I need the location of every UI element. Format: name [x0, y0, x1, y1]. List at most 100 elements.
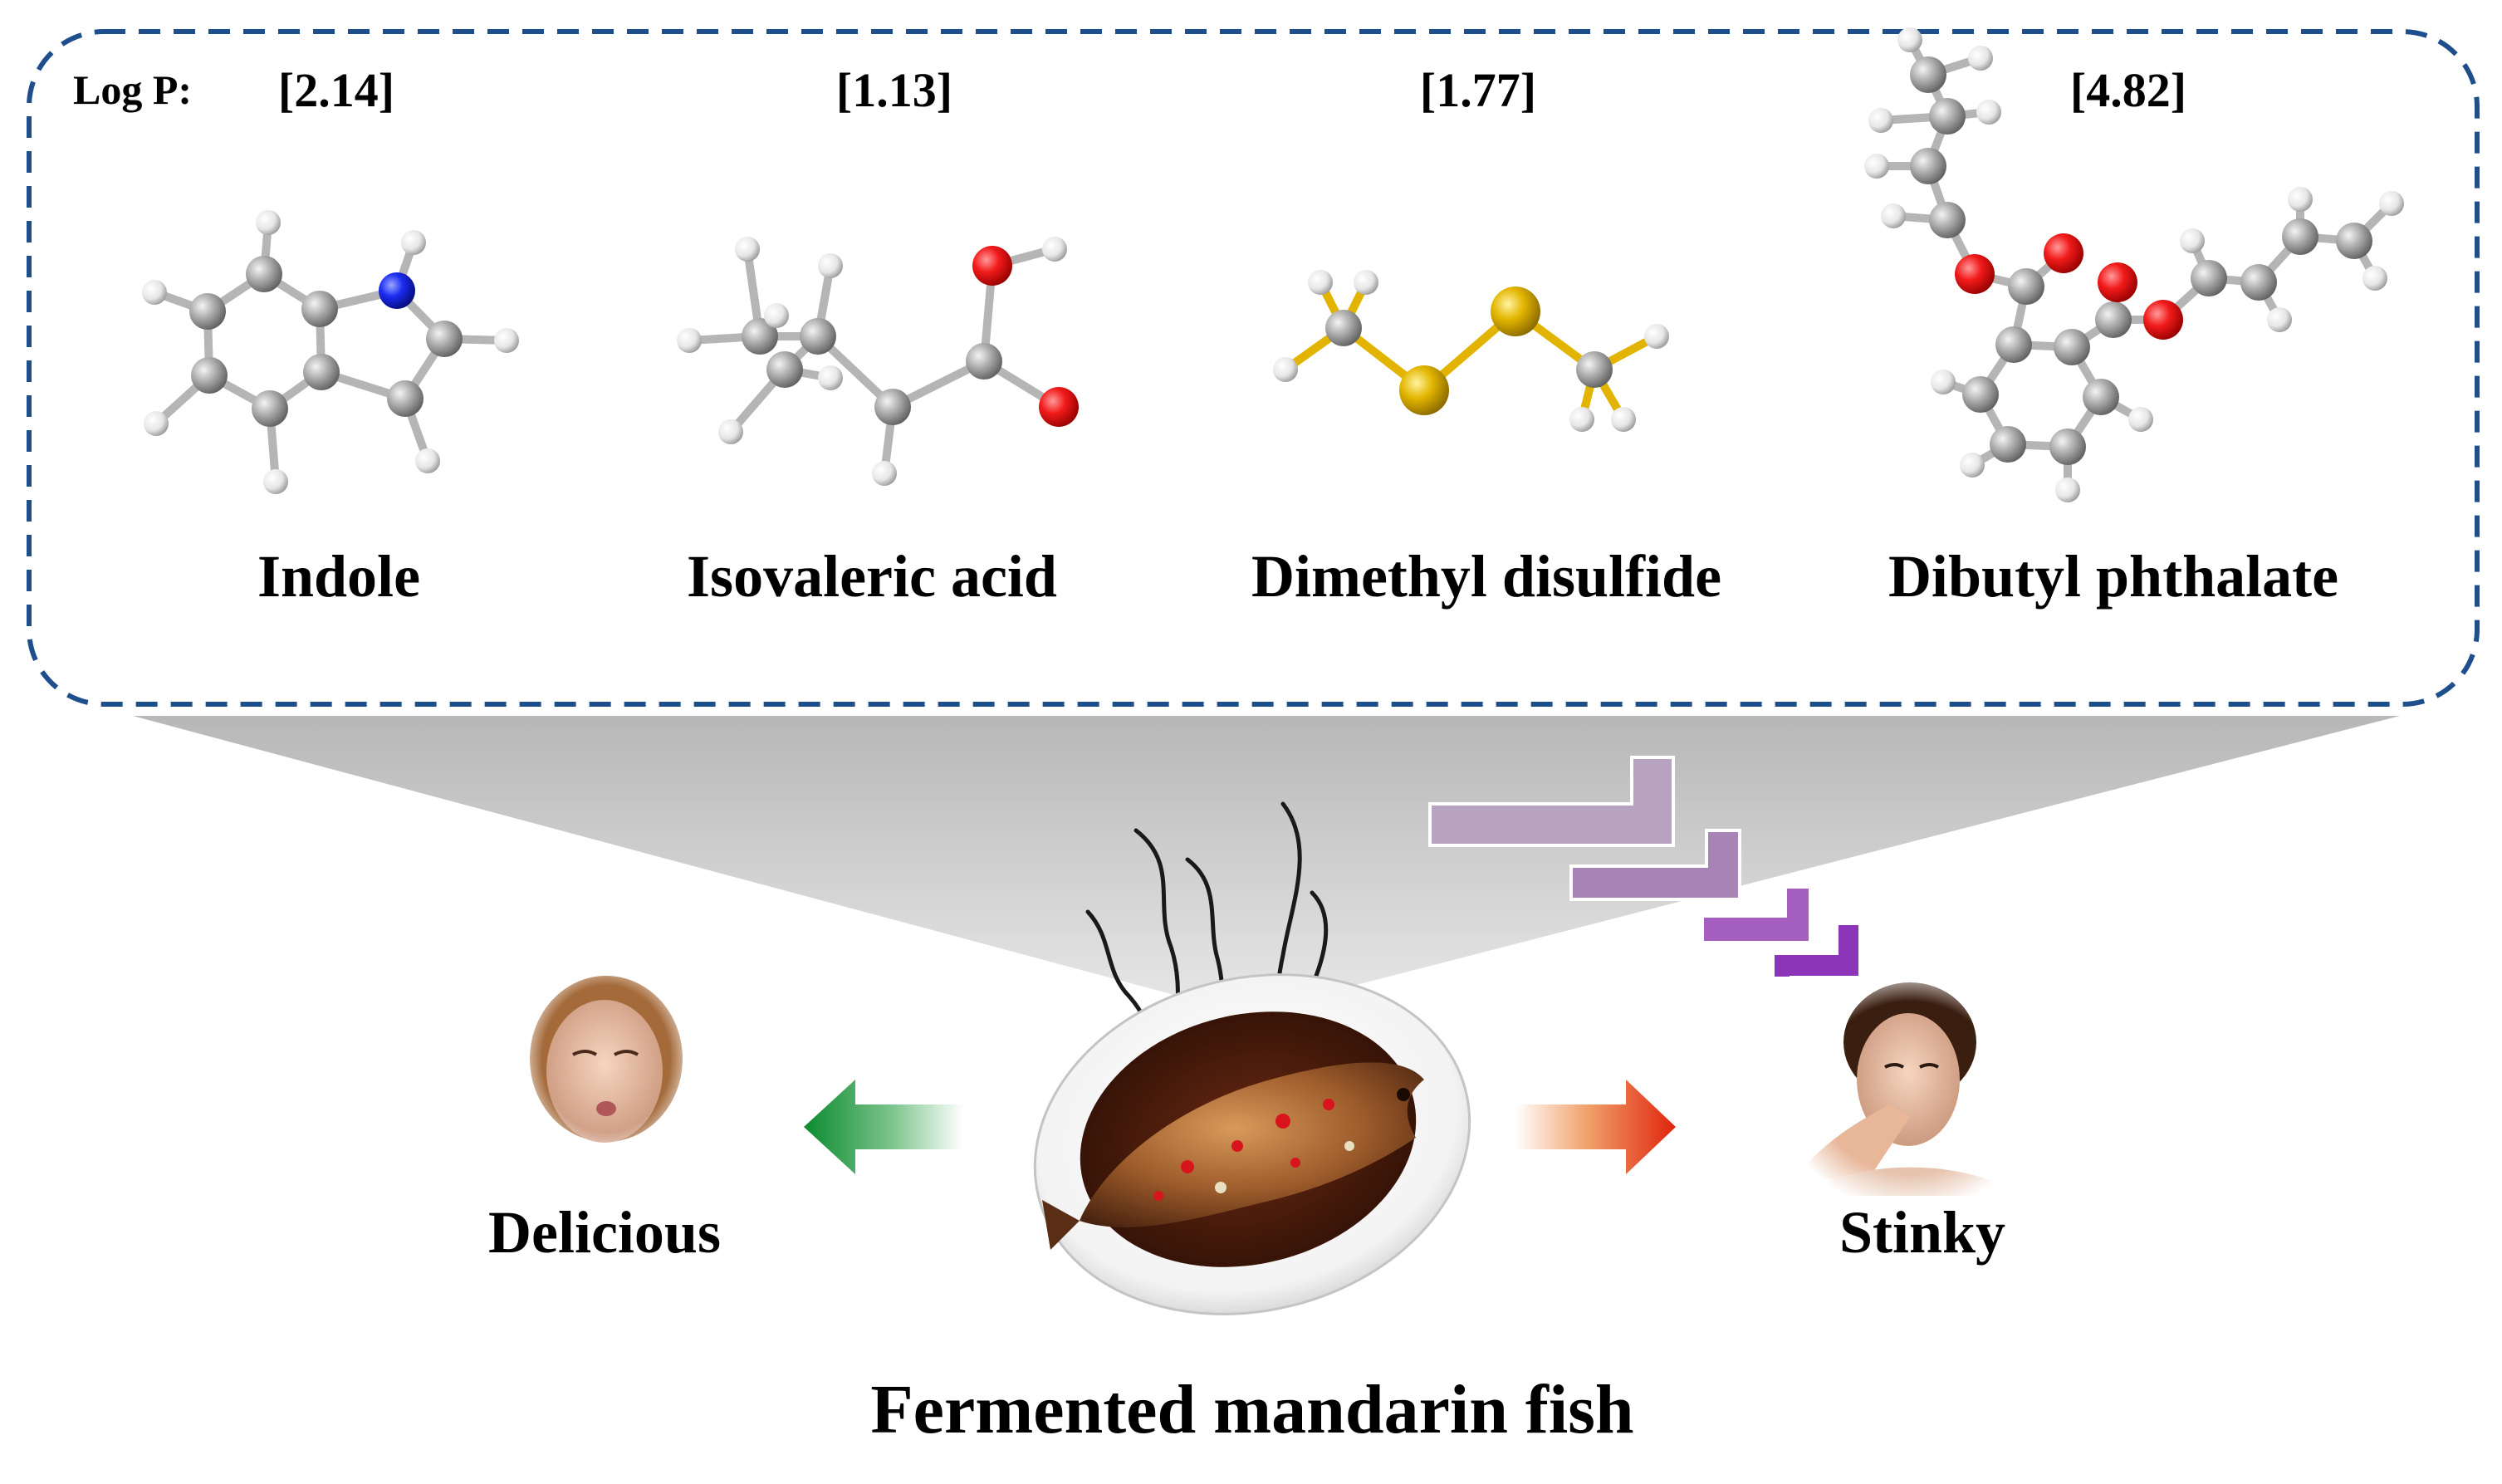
carbon-atom [1990, 426, 2026, 463]
hydrogen-atom [415, 448, 440, 473]
carbon-atom [1995, 326, 2032, 363]
oxygen-atom [2098, 262, 2137, 302]
hydrogen-atom [142, 280, 167, 305]
carbon-atom [2191, 260, 2227, 296]
carbon-atom [2054, 329, 2090, 365]
carbon-atom [766, 351, 803, 388]
compound-name-indole: Indole [257, 543, 420, 610]
carbon-atom [1929, 202, 1966, 238]
oxygen-atom [1039, 387, 1079, 427]
carbon-atom [1929, 98, 1966, 135]
compound-name-isovaleric-acid: Isovaleric acid [687, 543, 1057, 610]
fish-icon [1042, 1062, 1424, 1250]
compound-name-dimethyl-disulfide: Dimethyl disulfide [1251, 543, 1721, 610]
hydrogen-atom [1931, 370, 1956, 394]
carbon-atom [246, 256, 282, 292]
carbon-atom [1910, 56, 1946, 93]
hydrogen-atom [401, 230, 426, 255]
carbon-atom [2240, 264, 2277, 301]
stinky-face-icon [1790, 976, 2030, 1200]
funnel-shape [133, 716, 2400, 1001]
arrow-right-icon [1515, 1080, 1676, 1174]
hydrogen-atom [1868, 108, 1893, 133]
hydrogen-atom [818, 365, 843, 390]
logp-isovaleric-acid: [1.13] [836, 63, 952, 117]
hydrogen-atom [2180, 228, 2205, 253]
sulfur-atom [1399, 365, 1449, 415]
hydrogen-atom [144, 411, 169, 436]
hydrogen-atom [718, 419, 743, 444]
carbon-atom [189, 293, 226, 330]
arrow-left-icon [804, 1080, 963, 1174]
hydrogen-atom [818, 253, 843, 278]
outcome-delicious: Delicious [488, 1199, 721, 1266]
plate-icon [1033, 973, 1471, 1315]
oxygen-atom [2143, 300, 2183, 340]
hydrogen-atom [872, 461, 897, 486]
hydrogen-atom [1569, 407, 1594, 432]
hydrogen-atom [1354, 270, 1378, 295]
carbon-atom [2282, 218, 2318, 255]
carbon-atom [2336, 223, 2372, 259]
hydrogen-atom [2379, 191, 2404, 216]
hydrogen-atom [2288, 187, 2313, 212]
carbon-atom [252, 390, 288, 427]
hydrogen-atom [1960, 453, 1985, 478]
carbon-atom [301, 291, 338, 327]
carbon-atom [2095, 301, 2132, 338]
dibutyl-phthalate-molecule-icon [1864, 27, 2404, 502]
hydrogen-atom [494, 328, 519, 353]
carbon-atom [1962, 376, 1999, 413]
carbon-atom [303, 354, 340, 390]
carbon-atom [1325, 310, 1362, 346]
logp-indole: [2.14] [278, 63, 394, 117]
hydrogen-atom [1042, 237, 1067, 262]
hydrogen-atom [1864, 154, 1889, 179]
dimethyl-disulfide-molecule-icon [1273, 270, 1669, 432]
dish-title: Fermented mandarin fish [870, 1371, 1633, 1448]
delicious-face-icon [523, 963, 689, 1154]
isovaleric-acid-molecule-icon [677, 237, 1079, 486]
hydrogen-atom [1897, 27, 1922, 52]
hydrogen-atom [1976, 100, 2001, 125]
nitrogen-atom [379, 272, 415, 309]
logp-label: Log P: [73, 66, 192, 113]
carbon-atom [1576, 351, 1613, 388]
carbon-atom [874, 389, 911, 425]
hydrogen-atom [2055, 478, 2080, 502]
carbon-atom [800, 318, 836, 355]
hydrogen-atom [2128, 407, 2153, 432]
outcome-stinky: Stinky [1839, 1199, 2005, 1266]
sulfur-atom [1491, 287, 1540, 336]
hydrogen-atom [1644, 324, 1669, 349]
carbon-atom [2008, 268, 2044, 305]
hydrogen-atom [263, 469, 288, 494]
compound-name-dibutyl-phthalate: Dibutyl phthalate [1888, 543, 2338, 610]
hydrogen-atom [677, 328, 702, 353]
hydrogen-atom [2267, 307, 2292, 332]
hydrogen-atom [1881, 203, 1906, 228]
logp-dimethyl-disulfide: [1.77] [1420, 63, 1536, 117]
carbon-atom [191, 357, 228, 394]
carbon-atom [2083, 379, 2119, 415]
hydrogen-atom [764, 303, 789, 328]
hydrogen-atom [256, 210, 281, 235]
logp-dibutyl-phthalate: [4.82] [2070, 63, 2186, 117]
carbon-atom [966, 343, 1002, 380]
carbon-atom [2049, 429, 2086, 465]
carbon-atom [426, 321, 463, 357]
indole-molecule-icon [142, 210, 519, 494]
oxygen-atom [972, 246, 1012, 286]
hydrogen-atom [2362, 266, 2387, 291]
hydrogen-atom [735, 237, 760, 262]
compound-panel [27, 29, 2480, 707]
hydrogen-atom [1308, 270, 1333, 295]
odor-steps-icon [1428, 756, 1862, 980]
oxygen-atom [1955, 254, 1995, 294]
carbon-atom [387, 380, 424, 417]
carbon-atom [1910, 148, 1946, 184]
hydrogen-atom [1611, 407, 1636, 432]
hydrogen-atom [1273, 357, 1298, 382]
oxygen-atom [2044, 233, 2083, 273]
